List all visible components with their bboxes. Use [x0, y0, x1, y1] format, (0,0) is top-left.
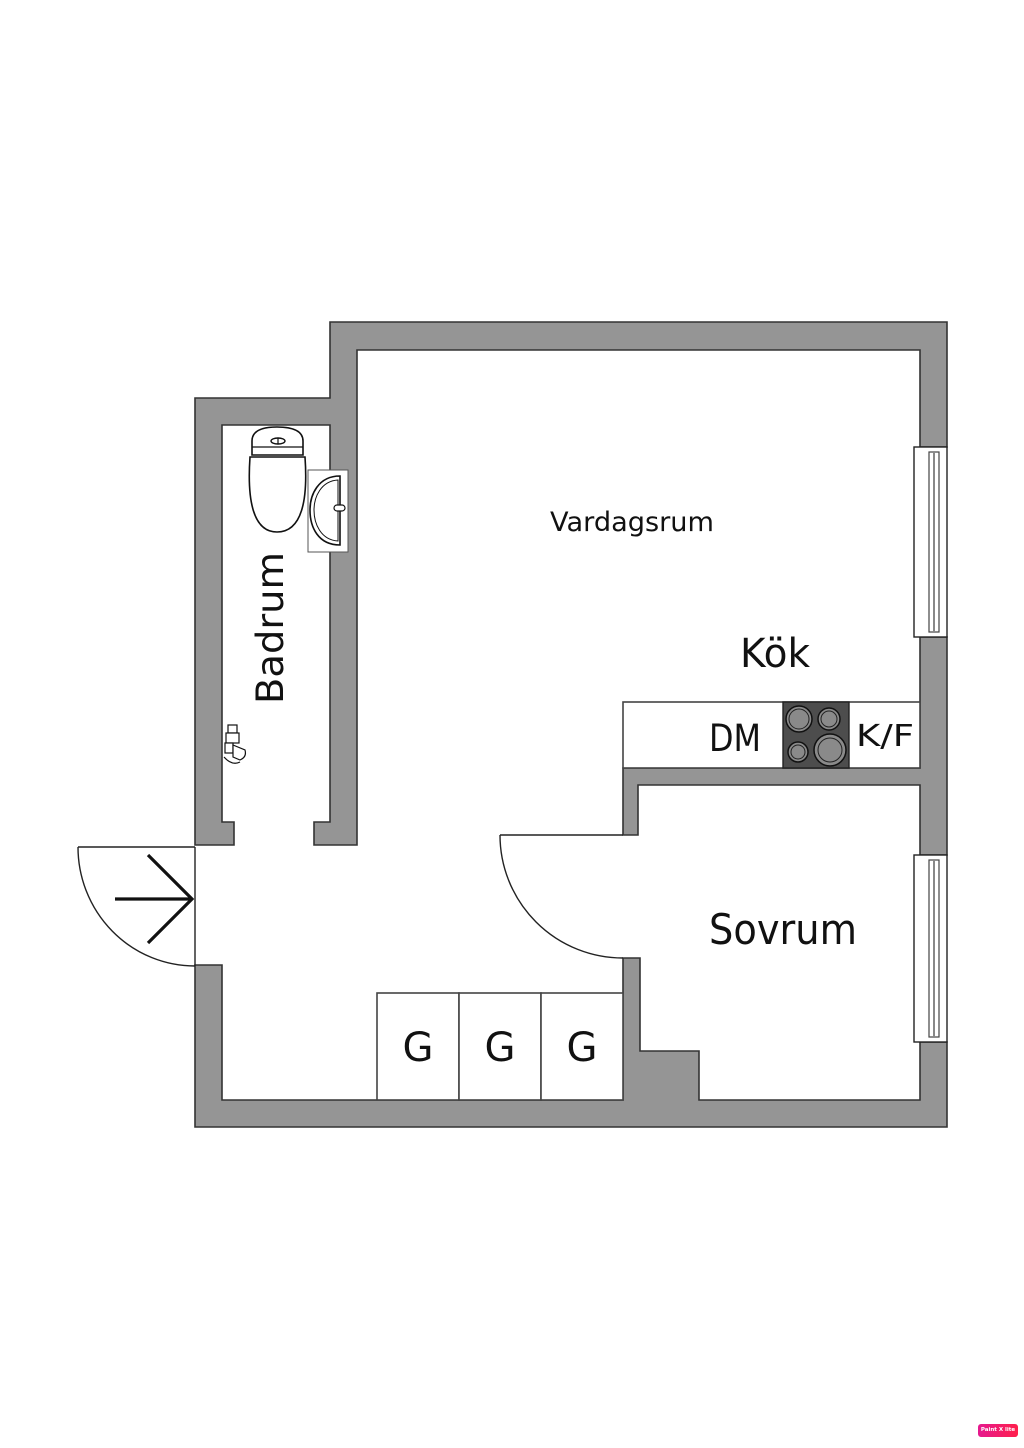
storage-label: G	[403, 1025, 434, 1071]
shower-tap-icon	[223, 724, 247, 764]
entrance-door	[77, 846, 196, 967]
room-label-vardagsrum: Vardagsrum	[550, 507, 714, 538]
wall-north-and-bathroom	[194, 321, 948, 846]
storage-closets: G G G	[376, 992, 624, 1101]
kitchen-counter: DM K/F	[622, 701, 921, 769]
storage-label: G	[485, 1025, 516, 1071]
stove-icon	[782, 701, 850, 769]
room-label-sovrum: Sovrum	[709, 905, 857, 954]
dishwasher-label: DM	[709, 717, 761, 760]
sink-icon	[307, 469, 349, 553]
arrow-right-icon	[115, 853, 195, 945]
storage-label: G	[567, 1025, 598, 1071]
toilet-icon	[248, 426, 307, 533]
storage-closet: G	[376, 992, 460, 1101]
storage-closet: G	[540, 992, 624, 1101]
room-label-kok: Kök	[740, 631, 811, 677]
living-room-window	[913, 446, 948, 638]
watermark-badge: Paint X lite	[978, 1424, 1018, 1437]
bedroom-window	[913, 854, 948, 1043]
fridge-freezer-label: K/F	[856, 719, 914, 754]
bedroom-door	[499, 834, 624, 959]
storage-closet: G	[458, 992, 542, 1101]
room-label-badrum: Badrum	[249, 552, 292, 704]
